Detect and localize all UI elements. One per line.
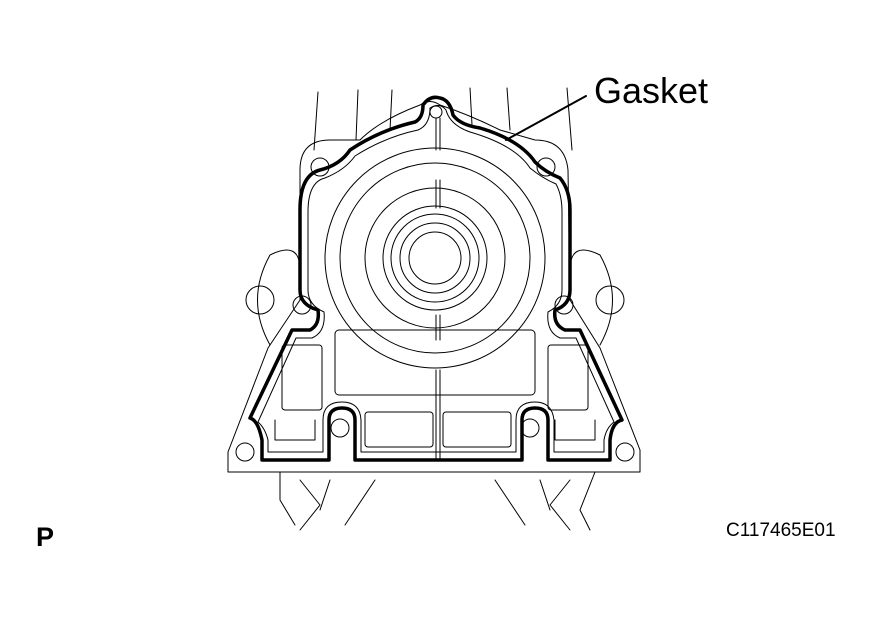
bolt-holes [235, 105, 635, 462]
side-bosses [245, 249, 625, 346]
pockets [274, 117, 596, 461]
flange-plate [227, 101, 641, 473]
upper-housing-lines [313, 87, 573, 151]
gasket-callout-label: Gasket [594, 70, 709, 111]
view-letter-label: P [36, 522, 55, 552]
gasket-inner-line [257, 104, 615, 453]
gasket-leader-line [505, 95, 587, 141]
figure-id-label: C117465E01 [726, 520, 836, 541]
lower-housing-lines [279, 471, 596, 531]
gasket-outline [248, 95, 624, 462]
center-bore [324, 147, 546, 369]
